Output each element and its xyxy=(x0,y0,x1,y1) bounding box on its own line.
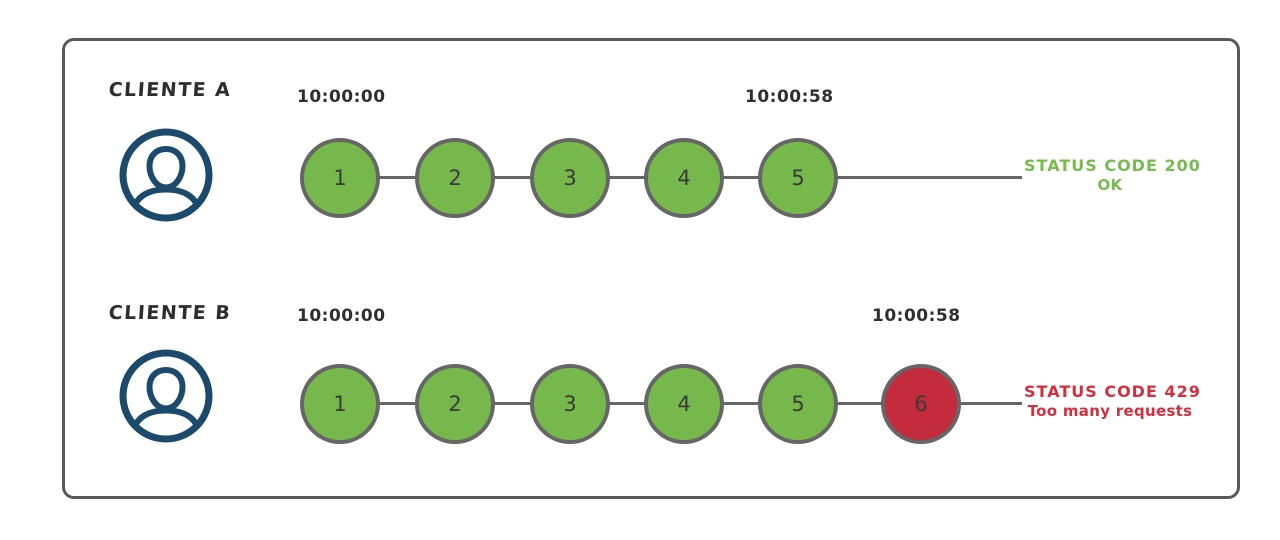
diagram-frame xyxy=(62,38,1240,499)
